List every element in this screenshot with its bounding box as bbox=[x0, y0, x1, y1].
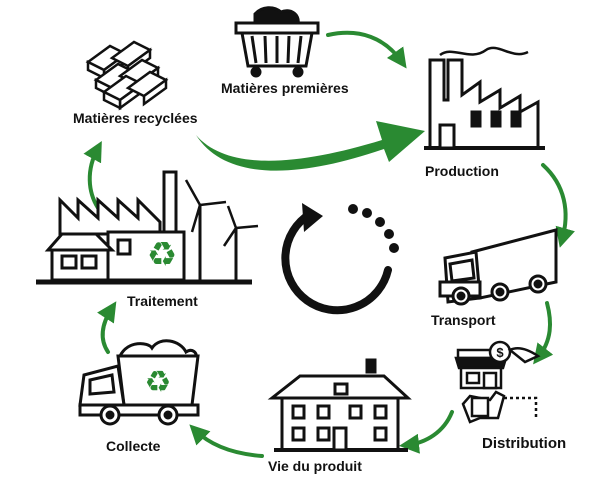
arrow-raw-to-production bbox=[326, 30, 407, 69]
flow-arrows bbox=[83, 30, 575, 458]
recycle-symbol-plant: ♻ bbox=[147, 235, 177, 275]
label-distribution: Distribution bbox=[482, 435, 567, 452]
shop-hand-icon: $ bbox=[454, 340, 541, 424]
recycle-symbol-truck: ♻ bbox=[145, 365, 172, 400]
arrow-recycled-to-production bbox=[196, 121, 425, 171]
label-recycled-materials: Matières recyclées bbox=[73, 110, 198, 126]
arrow-distribution-to-life bbox=[399, 410, 454, 454]
label-collection: Collecte bbox=[106, 438, 161, 454]
label-product-life: Vie du produit bbox=[268, 458, 362, 474]
arrow-treatment-to-recycled bbox=[83, 140, 102, 210]
label-treatment: Traitement bbox=[127, 293, 198, 309]
recycling-plant-icon bbox=[36, 170, 259, 285]
label-raw-materials: Matières premières bbox=[221, 80, 349, 96]
recycled-bars-icon bbox=[85, 40, 169, 111]
arrow-transport-to-distribution bbox=[533, 301, 554, 365]
house-icon bbox=[267, 358, 412, 452]
mine-cart-icon bbox=[234, 6, 320, 78]
garbage-truck-icon bbox=[78, 339, 200, 426]
arrow-production-to-transport bbox=[541, 163, 575, 248]
arrow-collect-to-treatment bbox=[97, 301, 117, 354]
factory-icon bbox=[424, 46, 545, 150]
arrow-life-to-collect bbox=[189, 424, 264, 458]
label-transport: Transport bbox=[431, 312, 496, 328]
truck-icon bbox=[438, 228, 558, 306]
label-production: Production bbox=[425, 163, 499, 179]
svg-text:$: $ bbox=[496, 345, 504, 360]
circular-refresh-icon bbox=[281, 203, 399, 315]
